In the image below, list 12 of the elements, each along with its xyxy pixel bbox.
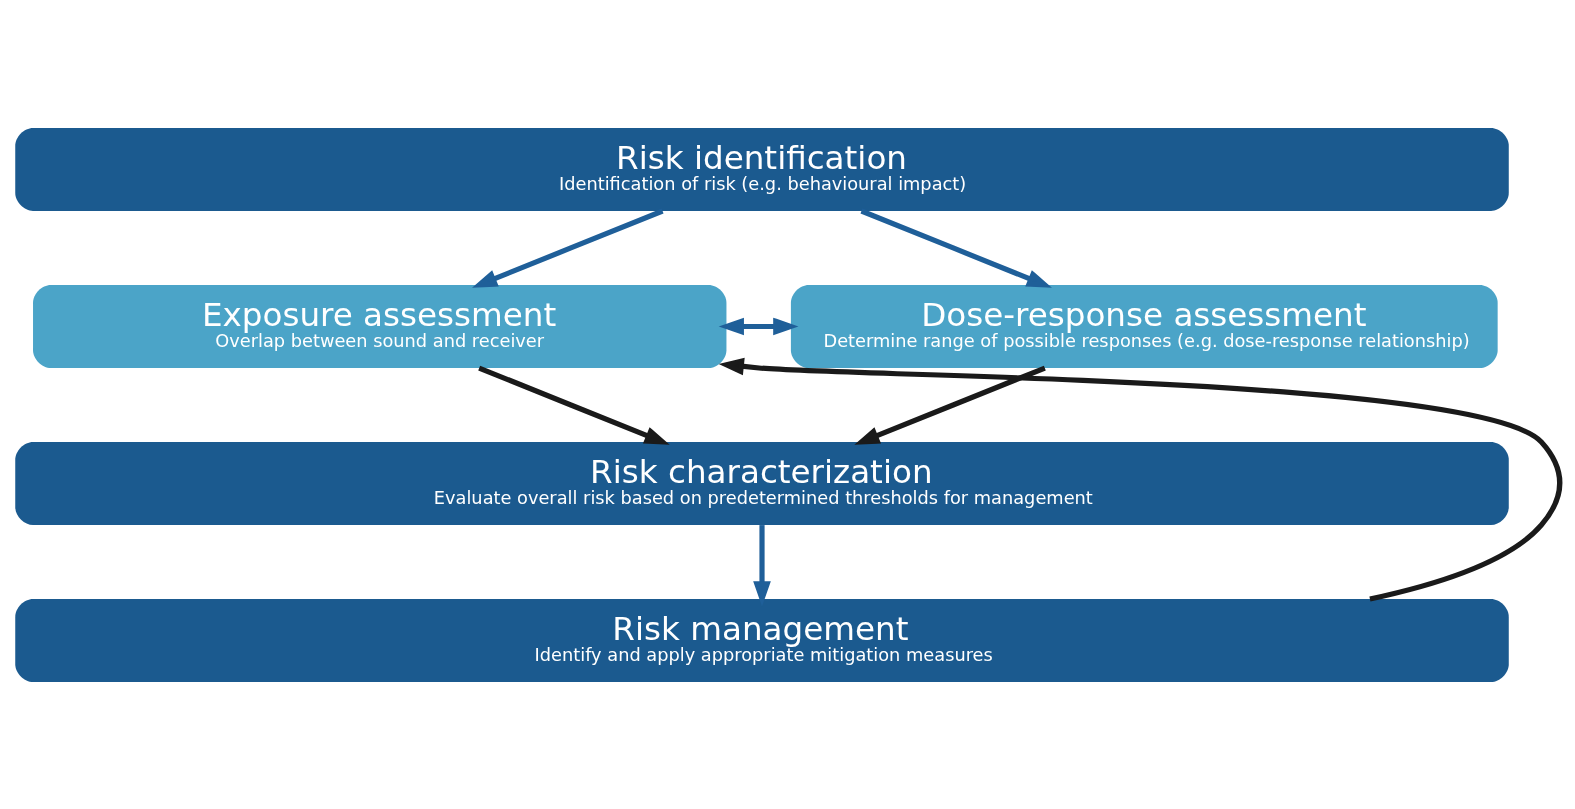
arrow: [478, 365, 670, 445]
arrow: [472, 208, 664, 288]
arrow: [860, 208, 1052, 288]
arrow: [753, 524, 771, 607]
arrow: [854, 365, 1046, 445]
node-box: Risk identification Identification of risk (e.g. behavioural impact): [15, 127, 1509, 211]
node-box: Exposure assessment Overlap between sound and receiver: [33, 284, 727, 368]
arrow: [718, 357, 1562, 602]
arrow: [718, 317, 799, 335]
node-box: Risk characterization Evaluate overall risk based on predetermined thresholds for management: [15, 441, 1509, 525]
node-box: Risk management Identify and apply appropriate mitigation measures: [15, 598, 1509, 682]
node-box: Dose-response assessment Determine range of possible responses (e.g. dose-response relationship): [790, 284, 1498, 368]
